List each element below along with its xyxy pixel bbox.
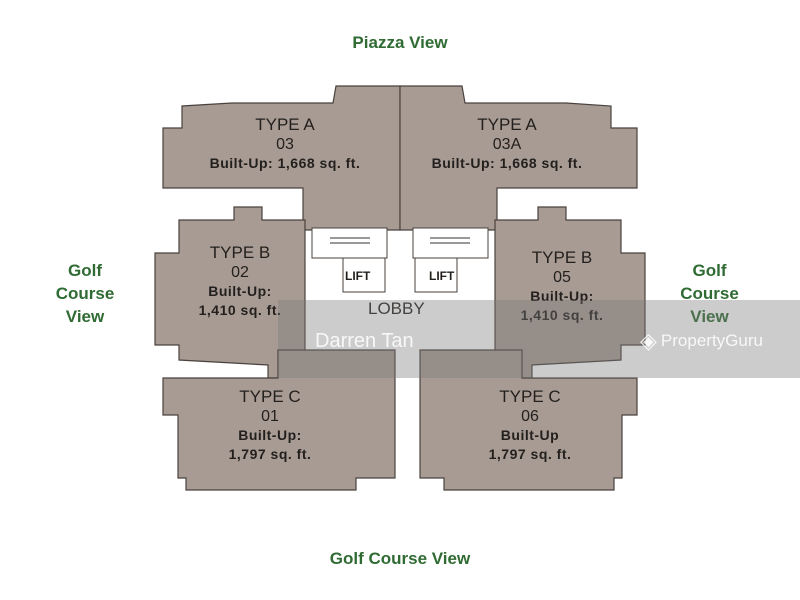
unit-area: Built-Up: 1,668 sq. ft. [209, 155, 361, 171]
watermark-band [278, 300, 800, 378]
unit-label-03: TYPE A 03 Built-Up: 1,668 sq. ft. [180, 115, 390, 173]
view-label-right: Golf Course View [680, 261, 739, 326]
unit-area: Built-Up: 1,668 sq. ft. [431, 155, 583, 171]
watermark-brand: ◈ PropertyGuru [640, 328, 763, 354]
propertyguru-logo-icon: ◈ [640, 328, 657, 353]
unit-area-label: Built-Up: [208, 283, 272, 299]
unit-label-03a: TYPE A 03A Built-Up: 1,668 sq. ft. [402, 115, 612, 173]
unit-area: 1,410 sq. ft. [520, 307, 604, 323]
unit-type-c-06 [419, 349, 638, 491]
lift-label-right: LIFT [429, 269, 455, 283]
unit-type-a-03 [162, 85, 401, 231]
unit-area-label: Built-Up: [238, 427, 302, 443]
unit-number: 05 [553, 269, 571, 286]
view-label-bottom: Golf Course View [329, 549, 471, 568]
unit-type: TYPE A [477, 115, 537, 134]
watermark-agent: Darren Tan [315, 330, 414, 352]
watermark-brand-text: PropertyGuru [660, 331, 763, 350]
unit-number: 01 [261, 408, 279, 425]
view-label-top: Piazza View [352, 33, 448, 52]
view-label-left: Golf Course View [55, 261, 115, 326]
unit-label-01: TYPE C 01 Built-Up: 1,797 sq. ft. [205, 387, 335, 464]
lift-right [414, 257, 458, 293]
unit-label-02: TYPE B 02 Built-Up: 1,410 sq. ft. [175, 243, 305, 320]
unit-area: 1,410 sq. ft. [198, 302, 282, 318]
unit-area: 1,797 sq. ft. [488, 446, 572, 462]
lift-left [342, 257, 386, 293]
unit-type-c-01 [162, 349, 396, 491]
unit-number: 03 [276, 136, 294, 153]
unit-number: 06 [521, 408, 539, 425]
lobby-label: LOBBY [368, 299, 425, 318]
unit-area-label: Built-Up [500, 427, 560, 443]
unit-type: TYPE A [255, 115, 315, 134]
unit-area-label: Built-Up: [530, 288, 594, 304]
lift-label-left: LIFT [345, 269, 371, 283]
unit-label-06: TYPE C 06 Built-Up 1,797 sq. ft. [465, 387, 595, 464]
unit-type: TYPE B [531, 248, 593, 267]
unit-number: 02 [231, 264, 249, 281]
unit-number: 03A [492, 136, 522, 153]
unit-type: TYPE C [239, 387, 301, 406]
unit-label-05: TYPE B 05 Built-Up: 1,410 sq. ft. [497, 248, 627, 325]
unit-type: TYPE B [209, 243, 271, 262]
unit-area: 1,797 sq. ft. [228, 446, 312, 462]
unit-type: TYPE C [499, 387, 561, 406]
